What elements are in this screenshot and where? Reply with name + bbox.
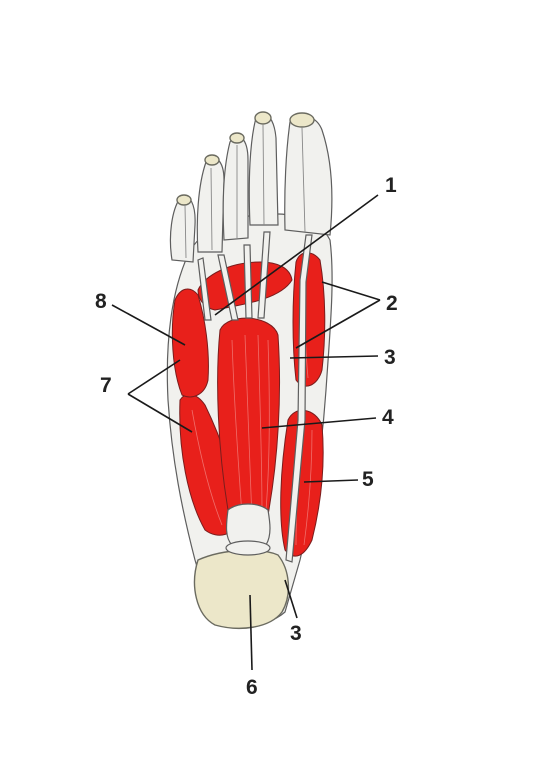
toe-3 bbox=[222, 136, 249, 241]
label-7: 7 bbox=[100, 374, 112, 397]
label-5: 5 bbox=[362, 468, 374, 491]
number-labels: 1 2 3 4 5 3 6 7 8 bbox=[95, 174, 398, 699]
toe-3-tip bbox=[229, 132, 245, 144]
label-4: 4 bbox=[382, 406, 394, 429]
label-3-lower: 3 bbox=[290, 622, 302, 645]
leader-lines bbox=[111, 194, 381, 671]
muscle-hallux-flexor bbox=[292, 252, 326, 387]
toe-2-tip bbox=[254, 111, 272, 125]
long-tendons bbox=[197, 231, 313, 563]
calcaneus bbox=[193, 549, 290, 629]
label-6: 6 bbox=[246, 676, 258, 699]
label-3-upper: 3 bbox=[384, 346, 396, 369]
heel-tuber bbox=[225, 540, 271, 556]
muscle-lateral-upper bbox=[171, 288, 209, 398]
toe-5 bbox=[169, 196, 196, 263]
label-2: 2 bbox=[386, 292, 398, 315]
toe-4-tip bbox=[204, 154, 220, 166]
plantar-aponeurosis bbox=[225, 503, 271, 546]
toe-5-tip bbox=[176, 194, 192, 206]
label-8: 8 bbox=[95, 290, 107, 313]
toe-1-tip bbox=[289, 112, 315, 128]
label-1: 1 bbox=[385, 174, 397, 197]
toes bbox=[169, 111, 333, 263]
toe-1-hallux bbox=[284, 115, 333, 236]
